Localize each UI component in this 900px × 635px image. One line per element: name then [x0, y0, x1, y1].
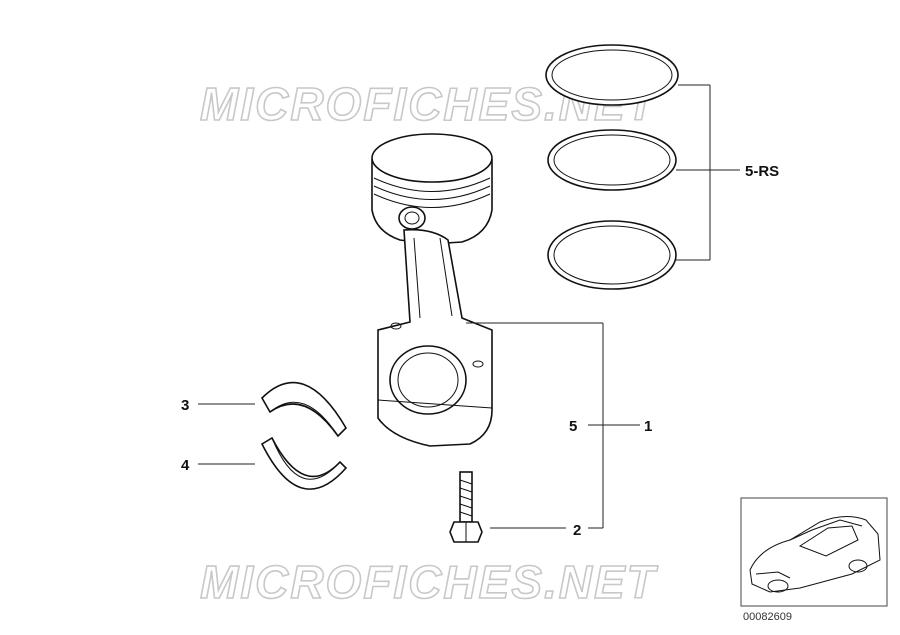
piston[interactable] [371, 133, 493, 245]
callout-bearing-lower[interactable]: 4 [181, 457, 190, 474]
callout-bolt[interactable]: 2 [573, 522, 581, 539]
piston-ring-middle[interactable] [547, 129, 677, 191]
callout-rod-5[interactable]: 5 [569, 418, 577, 435]
car-icon [749, 516, 881, 593]
vehicle-thumbnail[interactable] [740, 497, 888, 607]
rod-leader [466, 322, 640, 529]
thumbnail-reference: 00082609 [743, 611, 792, 623]
piston-ring-bottom[interactable] [547, 220, 677, 290]
rod-bolt[interactable] [449, 471, 483, 543]
watermark-bottom: MICROFICHES.NET [200, 556, 659, 608]
bearing-shell-lower[interactable] [260, 436, 348, 490]
bearing-shell-upper[interactable] [261, 381, 348, 438]
callout-bearing-upper[interactable]: 3 [181, 397, 189, 414]
connecting-rod[interactable] [377, 228, 493, 447]
callout-rod-1[interactable]: 1 [644, 418, 652, 435]
callout-rings-set[interactable]: 5-RS [745, 163, 779, 180]
piston-ring-top[interactable] [545, 44, 679, 106]
piston-rings[interactable] [545, 44, 679, 290]
rings-bracket [676, 84, 740, 261]
